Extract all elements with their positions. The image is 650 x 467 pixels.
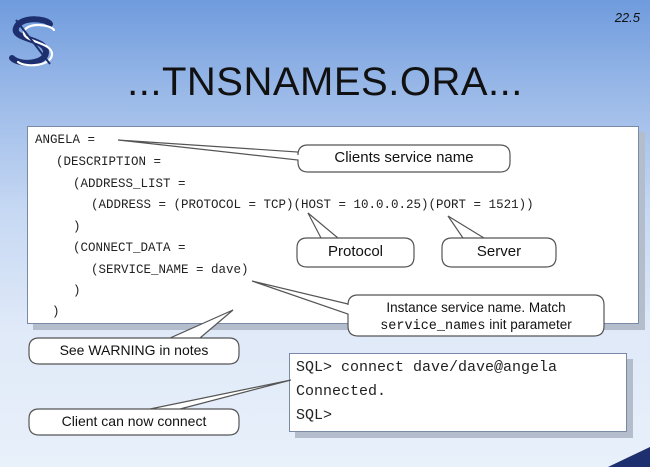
callout-server-label: Server [476,243,522,260]
corner-decoration [608,447,650,467]
code-line: ) [73,284,81,298]
callout-clients-service-name [117,139,511,173]
sql-line: SQL> connect dave/dave@angela [296,359,558,376]
callout-protocol-label: Protocol [327,243,384,260]
callout-client-connect-label: Client can now connect [61,413,207,429]
callout-instance-service-name [251,280,605,337]
code-line: (ADDRESS = (PROTOCOL = TCP)(HOST = 10.0.… [91,198,534,212]
code-line: (CONNECT_DATA = [73,241,186,255]
callout-client-connect [28,379,292,436]
callout-server [441,215,557,268]
callout-instance-suffix: init parameter [485,317,572,332]
s-logo-icon [9,16,56,67]
callout-warning-label: See WARNING in notes [59,342,209,358]
slide-number: 22.5 [614,10,640,25]
sql-line: SQL> [296,407,333,424]
code-line: (ADDRESS_LIST = [73,177,186,191]
callout-instance-line1: Instance service name. Match [386,300,566,315]
sqlplus-output-box: SQL> connect dave/dave@angela Connected.… [289,353,627,432]
callout-instance-service-name-label: Instance service name. Match service_nam… [348,299,604,335]
code-line: (DESCRIPTION = [56,155,162,169]
slide-title: ...TNSNAMES.ORA... [127,60,523,104]
code-line: (SERVICE_NAME = dave) [91,263,249,277]
code-line: ) [73,220,81,234]
service-names-code: service_names [380,319,486,334]
sql-line: Connected. [296,383,387,400]
code-line: ANGELA = [35,133,96,147]
callout-clients-service-name-label: Clients service name [334,149,474,166]
callout-instance-line2: service_names init parameter [348,316,604,335]
callout-warning [28,309,240,365]
code-line: ) [52,305,60,319]
callout-protocol [296,212,415,268]
